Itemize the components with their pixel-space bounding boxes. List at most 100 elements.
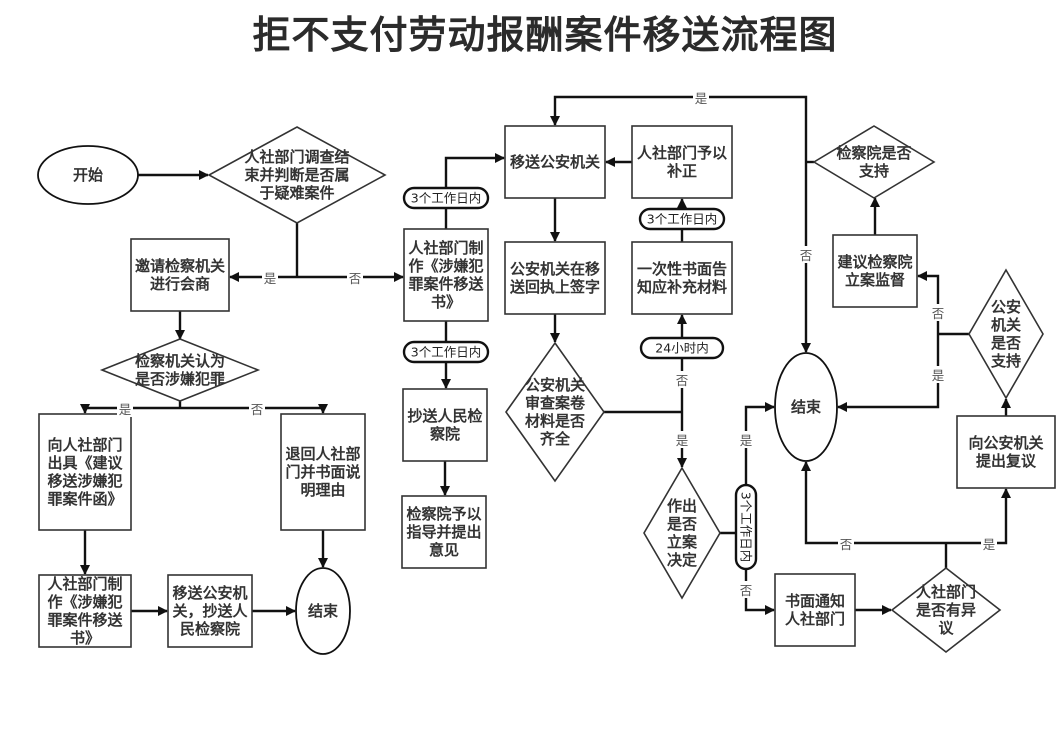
node-transfer-police[interactable]: 移送公安机关 bbox=[504, 125, 606, 199]
time-limit-three-days-a: 3个工作日内 bbox=[402, 186, 490, 210]
node-text-line: 齐全 bbox=[540, 430, 571, 448]
node-text-line: 移送涉嫌犯 bbox=[47, 472, 122, 490]
edge-label-crime-no: 否 bbox=[249, 400, 265, 417]
node-text-line: 检察院予以 bbox=[406, 505, 481, 523]
process-box bbox=[403, 228, 489, 322]
process-box bbox=[401, 495, 487, 569]
process-box bbox=[280, 413, 366, 531]
node-text-line: 出具《建议 bbox=[47, 454, 123, 472]
node-text-line: 支持 bbox=[858, 162, 889, 180]
edge-label-bg bbox=[249, 400, 265, 417]
edge-label-text: 是 bbox=[676, 433, 689, 448]
node-text-line: 议 bbox=[938, 619, 954, 637]
node-text-line: 民检察院 bbox=[180, 620, 240, 638]
edge-objection-yes bbox=[946, 488, 1011, 545]
edge-label-investigate-yes: 是 bbox=[262, 269, 278, 286]
process-box bbox=[38, 413, 132, 531]
edge-proc-support-yes bbox=[550, 95, 808, 162]
edge-label-bg bbox=[347, 269, 363, 286]
edge-label-bg bbox=[693, 89, 709, 106]
process-box bbox=[38, 574, 132, 648]
edge-label-text: 是 bbox=[119, 402, 132, 417]
node-text-line: 一次性书面告 bbox=[637, 260, 727, 278]
node-text-line: 罪案件移送 bbox=[408, 275, 484, 293]
node-text-line: 罪案件函》 bbox=[47, 490, 122, 508]
process-box bbox=[631, 125, 733, 199]
edge-label-bg bbox=[738, 431, 754, 448]
node-text-line: 决定 bbox=[667, 551, 697, 569]
edge-label-bg bbox=[798, 246, 814, 263]
time-limit-text: 24小时内 bbox=[655, 341, 708, 356]
node-text-line: 是否有异 bbox=[915, 601, 976, 619]
edge-label-proc-support-yes: 是 bbox=[693, 89, 709, 106]
edge-label-text: 是 bbox=[264, 271, 277, 286]
node-text-line: 结束 bbox=[308, 602, 339, 620]
node-text-line: 于疑难案件 bbox=[259, 184, 334, 202]
process-box bbox=[832, 234, 918, 308]
node-text-line: 作《涉嫌犯 bbox=[47, 593, 122, 611]
node-text-line: 移送公安机关 bbox=[510, 153, 600, 171]
node-text-line: 公安机关在移 bbox=[510, 260, 600, 278]
decision-diamond bbox=[207, 126, 387, 224]
node-text-line: 公安 bbox=[991, 298, 1021, 316]
edge-label-objection-no: 否 bbox=[838, 535, 854, 552]
edge-label-bg bbox=[262, 269, 278, 286]
node-end-right[interactable]: 结束 bbox=[774, 352, 838, 462]
edge-label-text: 是 bbox=[983, 537, 996, 552]
time-limit-three-days-b: 3个工作日内 bbox=[402, 340, 490, 364]
decision-diamond bbox=[643, 466, 721, 600]
node-text-line: 是否 bbox=[666, 515, 697, 533]
edge-label-objection-yes: 是 bbox=[981, 535, 997, 552]
node-text-line: 退回人社部 bbox=[285, 445, 360, 463]
time-limit-pill bbox=[734, 483, 758, 571]
process-box bbox=[504, 241, 606, 315]
edge-label-bg bbox=[674, 431, 690, 448]
edge-label-bg bbox=[930, 366, 946, 383]
node-text-line: 书》 bbox=[70, 629, 100, 647]
edge-label-bg bbox=[117, 400, 133, 417]
node-text-line: 提出复议 bbox=[976, 452, 1037, 470]
time-limit-text: 3个工作日内 bbox=[411, 191, 481, 206]
terminal-ellipse bbox=[37, 145, 139, 205]
process-box bbox=[956, 415, 1056, 489]
edge-label-proc-support-no: 否 bbox=[798, 246, 814, 263]
node-text-line: 人社部门 bbox=[785, 610, 845, 628]
edge-crime-yes bbox=[80, 404, 180, 414]
terminal-ellipse bbox=[295, 567, 351, 655]
node-text-line: 指导并提出 bbox=[406, 523, 481, 541]
process-box bbox=[402, 388, 488, 462]
edge-label-text: 否 bbox=[349, 271, 362, 286]
edge-label-crime-yes: 是 bbox=[117, 400, 133, 417]
node-end-left[interactable]: 结束 bbox=[295, 567, 351, 655]
flowchart-labels: 3个工作日内3个工作日内3个工作日内24小时内3个工作日内是否是否否是是否否是否… bbox=[117, 89, 997, 598]
node-text-line: 察院 bbox=[429, 425, 460, 443]
node-start[interactable]: 开始 bbox=[37, 145, 139, 205]
node-text-line: 抄送人民检 bbox=[407, 407, 482, 425]
flowchart-edges bbox=[80, 95, 1011, 616]
node-text-line: 书面通知 bbox=[785, 592, 845, 610]
node-text-line: 进行会商 bbox=[150, 275, 210, 293]
edge-objection-no bbox=[801, 461, 946, 545]
